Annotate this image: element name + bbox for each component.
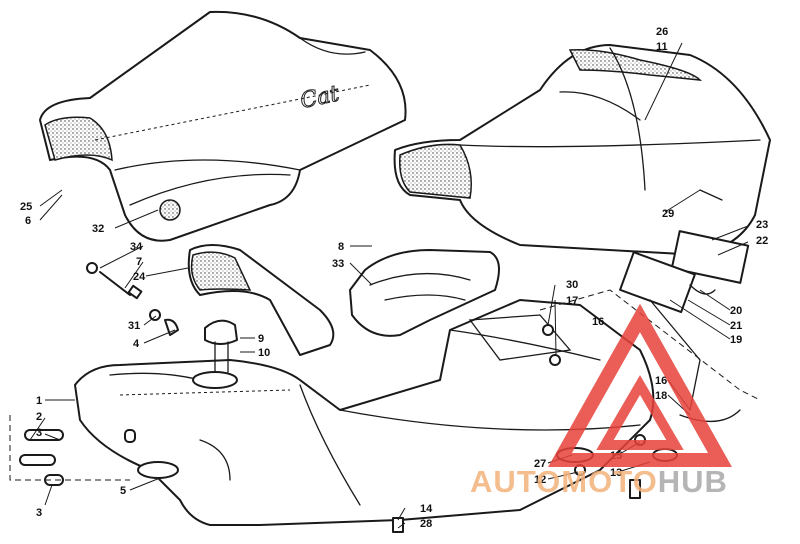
callout-3: 3 <box>36 507 42 519</box>
callout-14: 14 <box>420 503 433 515</box>
callout-13: 13 <box>610 467 622 479</box>
callout-3: 3 <box>36 427 42 439</box>
callout-17: 17 <box>566 295 578 307</box>
callout-20: 20 <box>730 305 742 317</box>
callout-28: 28 <box>420 518 432 530</box>
callout-16: 16 <box>655 375 667 387</box>
callout-24: 24 <box>133 271 146 283</box>
callout-labels: 1 2 3 3 4 5 6 7 8 9 10 11 12 13 14 15 16… <box>20 26 768 530</box>
callout-leaders <box>29 42 749 529</box>
callout-33: 33 <box>332 258 344 270</box>
callout-4: 4 <box>133 338 140 350</box>
callout-22: 22 <box>756 235 768 247</box>
seat-strap <box>699 189 723 201</box>
callout-5: 5 <box>120 485 126 497</box>
seat-assembly-left: Cat <box>39 10 407 242</box>
callout-7: 7 <box>136 256 142 268</box>
side-panel <box>187 244 335 356</box>
callout-29: 29 <box>662 208 674 220</box>
callout-18: 18 <box>655 390 667 402</box>
callout-19: 19 <box>730 334 742 346</box>
callout-16: 16 <box>592 316 604 328</box>
callout-27: 27 <box>534 458 546 470</box>
watermark-triangle <box>548 303 732 467</box>
callout-21: 21 <box>730 320 742 332</box>
callout-26: 26 <box>656 26 668 38</box>
callout-34: 34 <box>130 241 143 253</box>
console-piece <box>349 249 500 337</box>
seat-knob <box>159 199 181 221</box>
watermark-triangle-inner <box>596 375 684 450</box>
callout-6: 6 <box>25 215 31 227</box>
watermark-logo: AUTOMOTOHUB <box>470 303 732 499</box>
fuel-cap <box>204 319 238 373</box>
callout-2: 2 <box>36 411 42 423</box>
callout-30: 30 <box>566 279 578 291</box>
callout-32: 32 <box>92 223 104 235</box>
callout-1: 1 <box>36 395 42 407</box>
callout-9: 9 <box>258 333 264 345</box>
callout-12: 12 <box>534 474 546 486</box>
callout-23: 23 <box>756 219 768 231</box>
callout-8: 8 <box>338 241 344 253</box>
callout-25: 25 <box>20 201 32 213</box>
callout-11: 11 <box>656 41 668 53</box>
seat-assembly-right <box>393 44 771 256</box>
callout-31: 31 <box>128 320 140 332</box>
callout-10: 10 <box>258 347 270 359</box>
watermark-text: AUTOMOTOHUB <box>470 464 728 499</box>
hardware-right <box>392 230 761 533</box>
